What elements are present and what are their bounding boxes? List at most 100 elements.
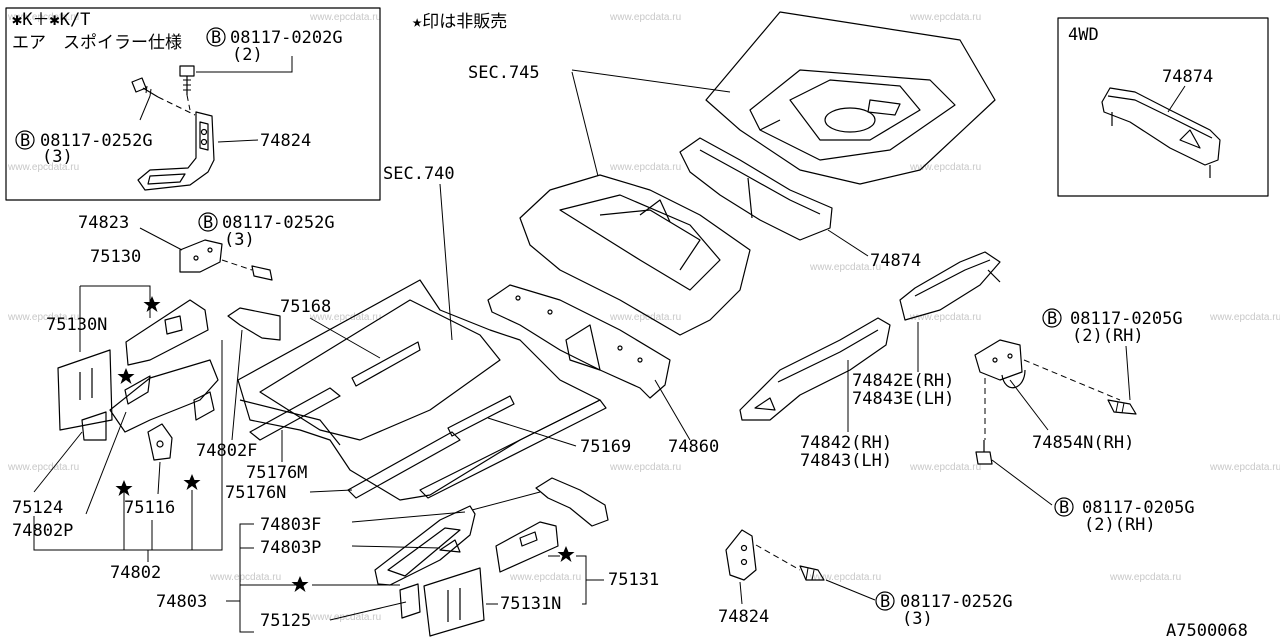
watermark: www.epcdata.ru xyxy=(309,312,381,323)
bolt-symbol: B xyxy=(1059,498,1069,518)
leader-line xyxy=(1009,379,1049,431)
part-74842-label: 74842(RH) xyxy=(800,433,892,453)
leader-line xyxy=(196,56,293,73)
not-sold-star-icon xyxy=(115,480,133,496)
part-74860-crossmember xyxy=(487,284,671,399)
watermark: www.epcdata.ru xyxy=(609,12,681,23)
leader-line xyxy=(825,579,876,601)
part-rear-bracket xyxy=(535,477,609,527)
part-75125-panel xyxy=(399,583,421,619)
part-75130n-label: 75130N xyxy=(46,315,107,335)
bolt-icon xyxy=(1107,399,1137,415)
watermarks: www.epcdata.ru www.epcdata.ru www.epcdat… xyxy=(7,12,1280,623)
bolt-quantity: (2)(RH) xyxy=(1072,326,1144,346)
part-75116-label: 75116 xyxy=(124,498,175,518)
part-75176m-label: 75176M xyxy=(246,463,307,483)
part-75130-label: 75130 xyxy=(90,247,141,267)
leader-line xyxy=(33,431,83,493)
leader-line xyxy=(239,523,254,633)
watermark: www.epcdata.ru xyxy=(609,312,681,323)
part-74842e-label: 74842E(RH) xyxy=(852,371,954,391)
leader-line xyxy=(139,227,183,251)
bolt-symbol: B xyxy=(203,213,213,233)
part-74874-label: 74874 xyxy=(1162,67,1213,87)
leader-line xyxy=(139,95,151,121)
part-74802-side-member xyxy=(81,359,219,441)
watermark: www.epcdata.ru xyxy=(509,572,581,583)
part-75131n-label: 75131N xyxy=(500,594,561,614)
bolt-symbol: B xyxy=(1047,309,1057,329)
watermark: www.epcdata.ru xyxy=(909,162,981,173)
bolt-quantity: (3) xyxy=(42,147,73,167)
4wd-crossmember-part xyxy=(1101,87,1221,178)
watermark: www.epcdata.ru xyxy=(909,12,981,23)
part-74823-label: 74823 xyxy=(78,213,129,233)
watermark: www.epcdata.ru xyxy=(609,162,681,173)
watermark: www.epcdata.ru xyxy=(309,12,381,23)
bolt-part-number: 08117-0205G xyxy=(1082,498,1195,518)
leader-line xyxy=(309,317,381,359)
part-74823-bracket xyxy=(179,239,223,273)
part-75130-panel xyxy=(125,299,209,366)
leader-line xyxy=(309,489,353,493)
bolt-part-number: 08117-0252G xyxy=(222,213,335,233)
bolt-icon xyxy=(131,77,159,98)
bolt-part-number: 08117-0252G xyxy=(40,131,153,151)
sec740-label: SEC.740 xyxy=(383,164,455,184)
part-74803-label: 74803 xyxy=(156,592,207,612)
leader-line xyxy=(329,601,407,621)
part-74803-member xyxy=(374,505,476,586)
leader-line xyxy=(1125,345,1131,401)
part-75176n-sill xyxy=(347,431,461,499)
not-sold-note: ★印は非販売 xyxy=(412,12,507,32)
leader-line xyxy=(33,340,223,551)
part-74843e-label: 74843E(LH) xyxy=(852,389,954,409)
leader-line xyxy=(1023,359,1121,401)
rear-floor-sec745-part xyxy=(705,11,996,185)
diagram-reference-code: A7500068 xyxy=(1166,621,1248,640)
bolt-quantity: (3) xyxy=(902,609,933,629)
bolt-symbol-circle xyxy=(198,212,218,232)
part-75131-panel xyxy=(495,521,559,573)
part-74802f-bracket xyxy=(227,307,281,341)
watermark: www.epcdata.ru xyxy=(909,462,981,473)
part-75169-sill xyxy=(419,399,607,499)
bolt-part-number: 08117-0205G xyxy=(1070,309,1183,329)
leader-line xyxy=(351,545,441,549)
leader-line xyxy=(571,71,599,177)
leader-line xyxy=(991,459,1053,506)
part-75168-label: 75168 xyxy=(280,297,331,317)
part-75125-label: 75125 xyxy=(260,611,311,631)
part-74824-bracket xyxy=(725,529,757,581)
watermark: www.epcdata.ru xyxy=(7,312,79,323)
part-74874-rear-member xyxy=(679,137,833,241)
bolt-quantity: (2) xyxy=(232,45,263,65)
watermark: www.epcdata.ru xyxy=(7,162,79,173)
leader-line xyxy=(231,329,243,441)
part-75169-label: 75169 xyxy=(580,437,631,457)
bolt-icon xyxy=(251,265,273,281)
bolt-icon xyxy=(799,565,825,581)
4wd-label: 4WD xyxy=(1068,25,1099,45)
leader-line xyxy=(1167,85,1186,113)
part-75131n-panel xyxy=(423,567,485,637)
spoiler-spec-label: エア スポイラー仕様 xyxy=(12,33,182,53)
watermark: www.epcdata.ru xyxy=(809,262,881,273)
watermark: www.epcdata.ru xyxy=(209,572,281,583)
leader-line xyxy=(739,581,743,605)
part-74802-label: 74802 xyxy=(110,563,161,583)
bolt-part-number: 08117-0202G xyxy=(230,28,343,48)
part-74854n-tow-hook xyxy=(974,339,1026,389)
part-75130n-panel xyxy=(57,349,113,431)
not-sold-star-icon xyxy=(117,368,135,384)
leader-line xyxy=(439,183,453,341)
bolt-symbol: B xyxy=(211,28,221,48)
bolt-symbol-circle xyxy=(1042,308,1062,328)
leader-line xyxy=(351,511,466,523)
part-75124-label: 75124 xyxy=(12,498,63,518)
part-74803p-label: 74803P xyxy=(260,538,321,558)
sec745-label: SEC.745 xyxy=(468,63,540,83)
part-75176n-label: 75176N xyxy=(225,483,286,503)
part-74824-label: 74824 xyxy=(718,607,769,627)
